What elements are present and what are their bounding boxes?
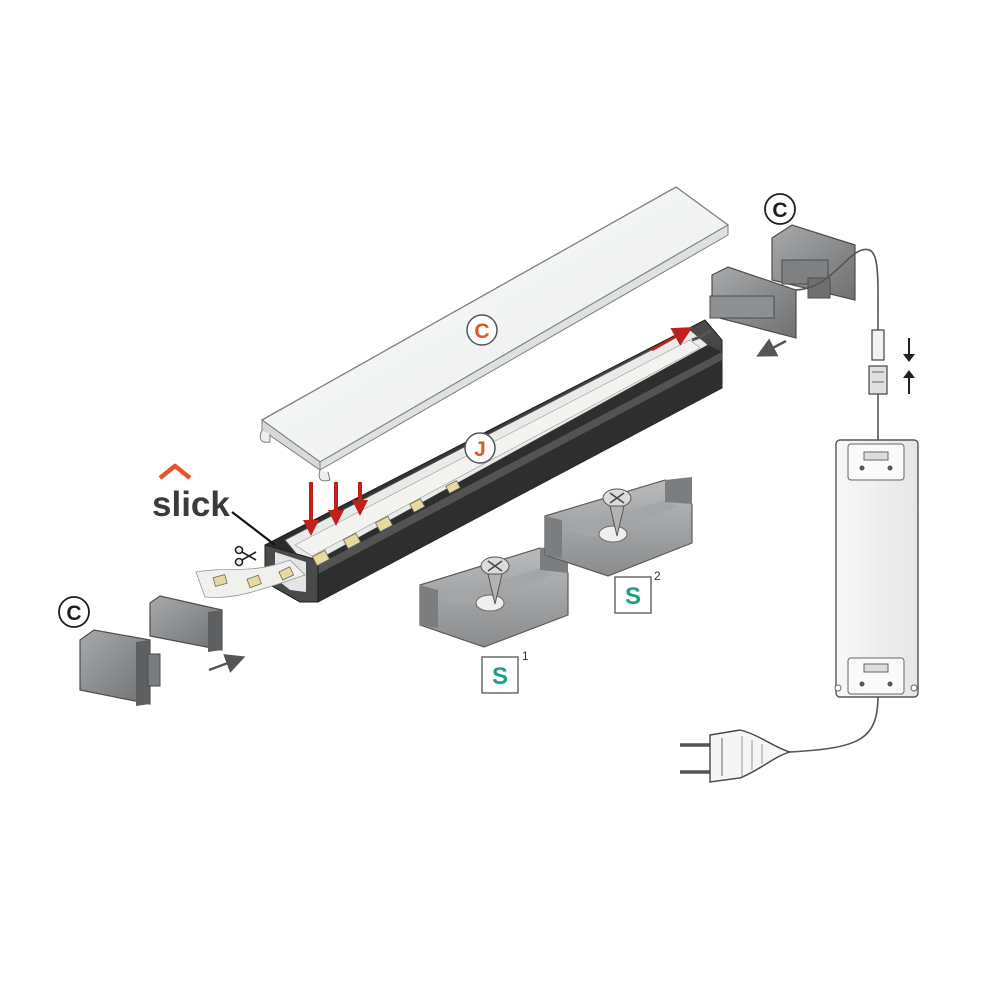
label-clip-1: S 1	[481, 649, 529, 694]
slick-logo: slick	[152, 463, 276, 546]
screw-icon	[480, 556, 510, 605]
end-cap-left-closed	[79, 629, 161, 706]
label-clip-2-text: S	[625, 583, 641, 610]
label-cover-text: C	[474, 320, 489, 343]
led-chips	[311, 480, 461, 567]
label-endcap-right-text: C	[772, 199, 787, 222]
insert-arrows-red	[303, 482, 368, 536]
power-cable	[789, 248, 879, 753]
label-strip-j: J	[464, 432, 496, 464]
led-strip-loose	[195, 559, 306, 598]
label-clip-1-text: S	[492, 663, 508, 690]
end-cap-right-closed	[771, 224, 856, 301]
label-clip-2-index: 2	[654, 569, 661, 583]
end-cap-right-open	[691, 266, 797, 357]
slide-arrow-red	[651, 327, 693, 352]
cable-connector	[868, 329, 888, 395]
end-cap-left-open	[149, 595, 246, 673]
label-endcap-left: C	[58, 596, 90, 628]
compress-arrows-icon	[903, 338, 915, 394]
label-strip-text: J	[474, 438, 486, 461]
label-endcap-left-text: C	[66, 602, 81, 625]
label-cover-c: C	[466, 314, 498, 346]
led-driver-psu	[834, 439, 919, 698]
label-endcap-right: C	[764, 193, 796, 225]
led-strip-installed	[294, 339, 701, 567]
eu-plug-icon	[680, 729, 793, 783]
screw-icon	[602, 488, 632, 537]
slick-logo-text: slick	[152, 485, 230, 524]
label-clip-2: S 2	[614, 569, 661, 614]
label-clip-1-index: 1	[522, 649, 529, 663]
scissors-icon	[234, 545, 257, 567]
